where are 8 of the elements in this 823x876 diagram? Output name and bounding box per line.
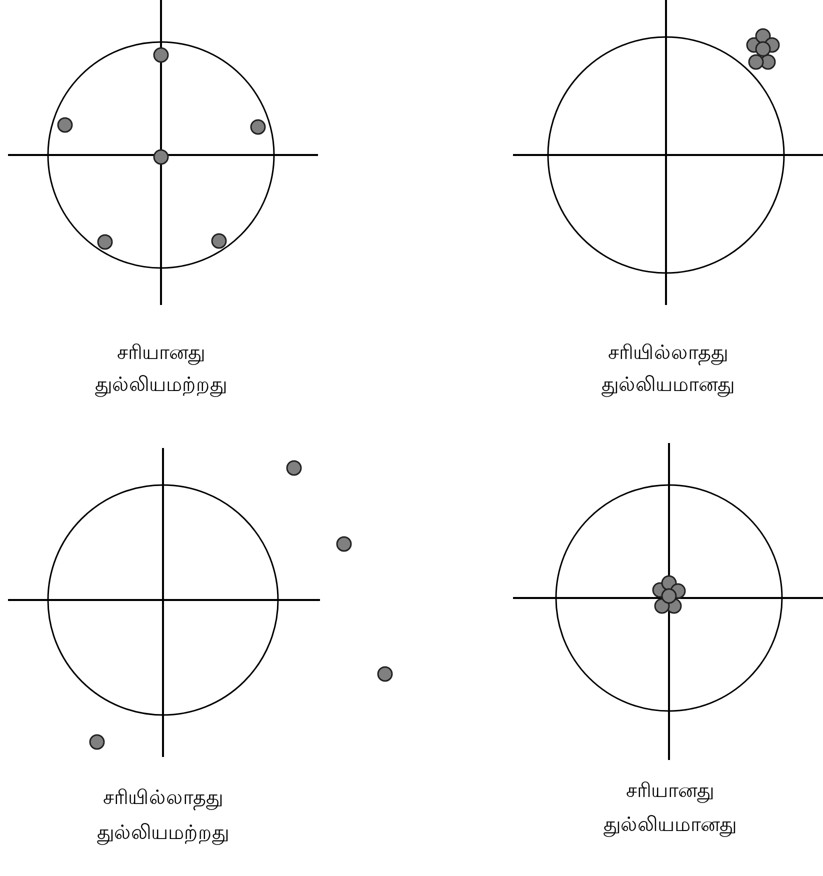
caption-text: துல்லியமானது — [604, 812, 736, 838]
caption-text: சரியானது — [626, 778, 714, 804]
caption-text: சரியில்லாதது — [103, 785, 223, 811]
caption-text: சரியில்லாதது — [608, 340, 728, 366]
caption-text: சரியானது — [117, 340, 205, 366]
caption-text: துல்லியமற்றது — [97, 820, 229, 846]
caption-text: துல்லியமானது — [602, 372, 734, 398]
caption-text: துல்லியமற்றது — [95, 372, 227, 398]
